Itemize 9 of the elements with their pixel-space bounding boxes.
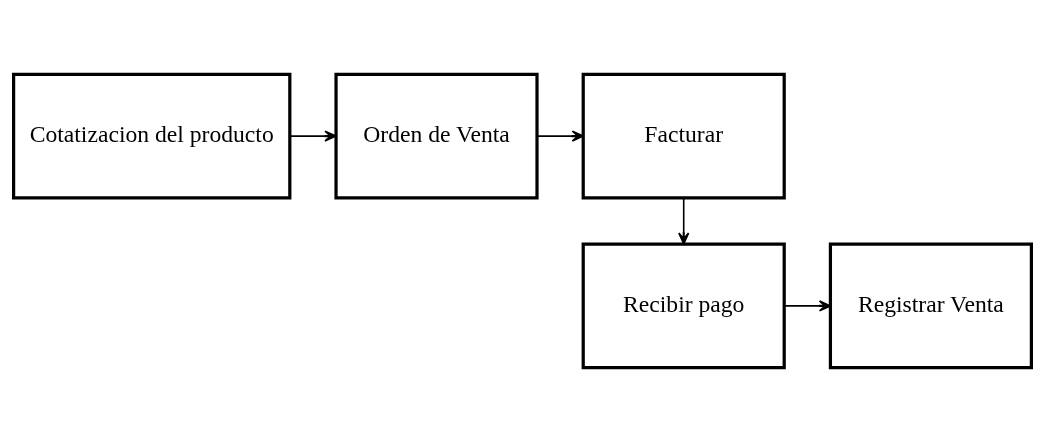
arrow bbox=[536, 129, 584, 142]
node-box: Facturar bbox=[581, 72, 786, 199]
arrow bbox=[783, 299, 832, 312]
arrow bbox=[289, 129, 337, 142]
node-box: Registrar Venta bbox=[828, 242, 1033, 369]
arrow bbox=[678, 196, 690, 245]
node-box: Orden de Venta bbox=[334, 72, 539, 199]
node-box: Recibir pago bbox=[581, 242, 786, 369]
node-box: Cotatizacion del producto bbox=[12, 72, 292, 199]
